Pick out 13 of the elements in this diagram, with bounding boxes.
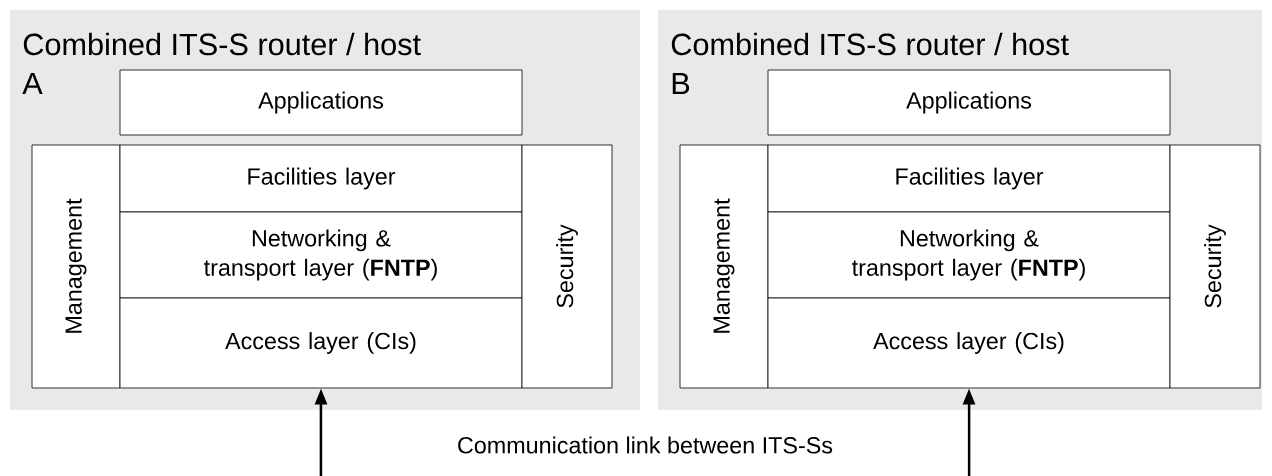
layer-box: Applications [119, 69, 523, 136]
layer-box: Applications [767, 69, 1171, 136]
layer-box: Access layer (CIs) [767, 297, 1171, 389]
caption-text: Communication link between ITS-Ss [458, 436, 833, 454]
layer-box: Facilities layer [767, 144, 1171, 213]
side-column: Management [679, 144, 769, 389]
layer-box: Access layer (CIs) [119, 297, 523, 389]
side-column: Security [521, 144, 613, 389]
layer-box: Networking & transport layer (FNTP) [767, 211, 1171, 299]
side-column: Management [31, 144, 121, 389]
layer-box: Facilities layer [119, 144, 523, 213]
side-column: Security [1169, 144, 1261, 389]
layer-box: Networking & transport layer (FNTP) [119, 211, 523, 299]
